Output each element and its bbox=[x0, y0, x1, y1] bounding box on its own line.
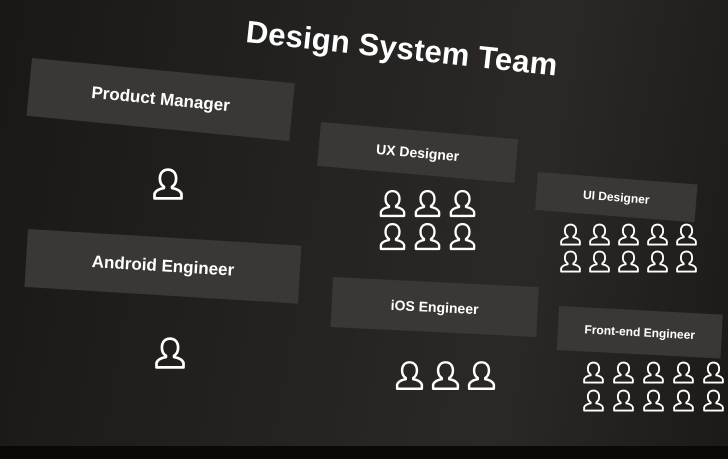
people-group bbox=[377, 188, 480, 252]
person-icon bbox=[412, 188, 445, 219]
person-icon bbox=[671, 360, 698, 385]
person-icon bbox=[674, 249, 701, 274]
person-icon bbox=[150, 166, 188, 202]
person-icon bbox=[645, 249, 672, 274]
person-icon bbox=[701, 360, 728, 385]
role-label: UI Designer bbox=[535, 172, 698, 223]
person-icon bbox=[412, 221, 445, 252]
role-label: Front-end Engineer bbox=[556, 306, 723, 359]
people-group bbox=[393, 359, 501, 392]
person-icon bbox=[671, 388, 698, 413]
person-icon bbox=[641, 388, 668, 413]
people-group bbox=[581, 360, 728, 413]
person-icon bbox=[429, 359, 465, 392]
person-icon bbox=[611, 360, 638, 385]
person-icon bbox=[581, 388, 608, 413]
people-group bbox=[150, 166, 188, 202]
person-icon bbox=[616, 222, 643, 247]
person-icon bbox=[645, 222, 672, 247]
role-label: Product Manager bbox=[26, 58, 295, 142]
person-icon bbox=[377, 188, 410, 219]
people-group bbox=[152, 335, 190, 371]
person-icon bbox=[701, 388, 728, 413]
person-icon bbox=[377, 221, 410, 252]
role-label: iOS Engineer bbox=[330, 277, 539, 338]
person-icon bbox=[587, 249, 614, 274]
person-icon bbox=[611, 388, 638, 413]
screen-bottom-edge bbox=[0, 446, 728, 459]
person-icon bbox=[152, 335, 190, 371]
people-group bbox=[558, 222, 701, 274]
person-icon bbox=[581, 360, 608, 385]
person-icon bbox=[558, 249, 585, 274]
role-label: UX Designer bbox=[317, 122, 519, 184]
person-icon bbox=[674, 222, 701, 247]
person-icon bbox=[447, 221, 480, 252]
person-icon bbox=[465, 359, 501, 392]
person-icon bbox=[558, 222, 585, 247]
person-icon bbox=[616, 249, 643, 274]
person-icon bbox=[587, 222, 614, 247]
role-label: Android Engineer bbox=[24, 229, 302, 304]
slide-title: Design System Team bbox=[244, 14, 560, 83]
person-icon bbox=[393, 359, 429, 392]
person-icon bbox=[447, 188, 480, 219]
person-icon bbox=[641, 360, 668, 385]
